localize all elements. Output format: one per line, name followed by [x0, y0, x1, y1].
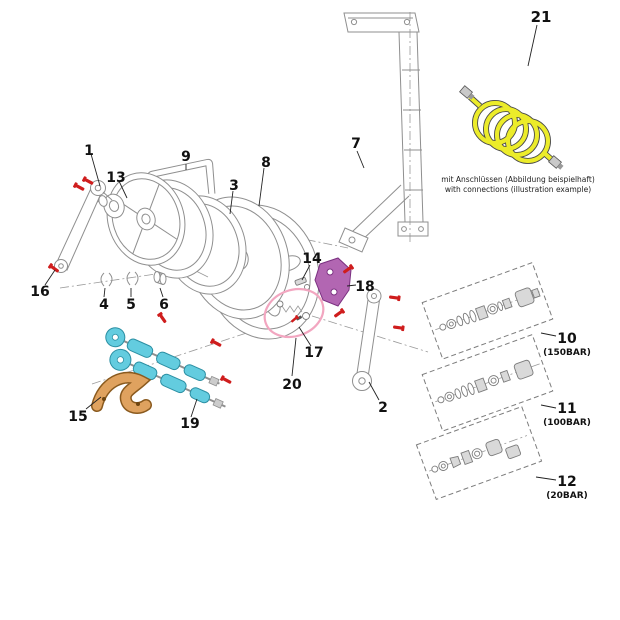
hose-note-line-en: with connections (illustration example) — [445, 185, 591, 194]
callout-19: 19 — [180, 416, 199, 432]
callout-16: 16 — [30, 284, 49, 300]
callout-4: 4 — [99, 297, 109, 313]
leader-lines — [44, 24, 557, 481]
part-13-spoked-disc — [106, 172, 186, 266]
callout-3: 3 — [229, 178, 239, 194]
callout-21: 21 — [531, 8, 552, 26]
callout-1: 1 — [84, 143, 94, 159]
callout-18: 18 — [355, 279, 374, 295]
pressure-kit-12-box — [415, 405, 543, 501]
pressure-kit-11-box — [421, 333, 554, 432]
part-21-hose — [459, 85, 564, 170]
hose-connector-icon — [459, 85, 475, 100]
pressure-kit-10-box — [421, 261, 554, 360]
screw-icon — [392, 324, 405, 332]
screw-icon — [209, 337, 223, 349]
callout-labels: 21 1 13 9 8 3 7 16 4 5 6 14 18 17 20 2 1… — [30, 8, 591, 501]
screw-icon — [219, 374, 233, 386]
hose-note: mit Anschlüssen (Abbildung beispielhaft)… — [441, 175, 595, 194]
screw-icon — [388, 294, 401, 302]
part-14-pin — [294, 277, 310, 290]
callout-20: 20 — [282, 377, 302, 393]
part-18-hole — [330, 288, 338, 296]
parts-17-20-detail — [263, 287, 325, 339]
part-19-roller-assembly — [105, 327, 226, 409]
pressure-label-20bar: (20BAR) — [546, 491, 588, 501]
part-18-bracket — [314, 257, 352, 307]
screw-icon — [332, 307, 346, 319]
callout-14: 14 — [302, 251, 322, 267]
highlight-circle — [263, 287, 325, 339]
callout-12: 12 — [557, 474, 576, 490]
callout-8: 8 — [261, 155, 271, 171]
part-15-hose-guide — [91, 371, 152, 414]
screw-icon — [72, 181, 86, 193]
callout-6: 6 — [159, 297, 169, 313]
callout-7: 7 — [351, 136, 361, 152]
screw-icon — [156, 311, 168, 325]
callout-5: 5 — [126, 297, 136, 313]
callout-15: 15 — [68, 409, 87, 425]
callout-13: 13 — [106, 170, 125, 186]
part-18-hole — [326, 268, 334, 276]
callout-9: 9 — [181, 149, 191, 165]
part-7-wall-bracket — [338, 12, 429, 253]
callout-17: 17 — [304, 345, 323, 361]
pressure-label-100bar: (100BAR) — [543, 418, 591, 428]
callout-10: 10 — [557, 331, 577, 347]
callout-11: 11 — [557, 401, 576, 417]
hose-connector-icon — [548, 155, 564, 170]
hose-note-line-de: mit Anschlüssen (Abbildung beispielhaft) — [441, 175, 595, 184]
part-2-arm — [352, 288, 382, 391]
part-16-arm — [54, 180, 113, 273]
pressure-label-150bar: (150BAR) — [543, 348, 591, 358]
callout-2: 2 — [378, 400, 388, 416]
parts-4-5-6-clamps — [100, 271, 167, 287]
